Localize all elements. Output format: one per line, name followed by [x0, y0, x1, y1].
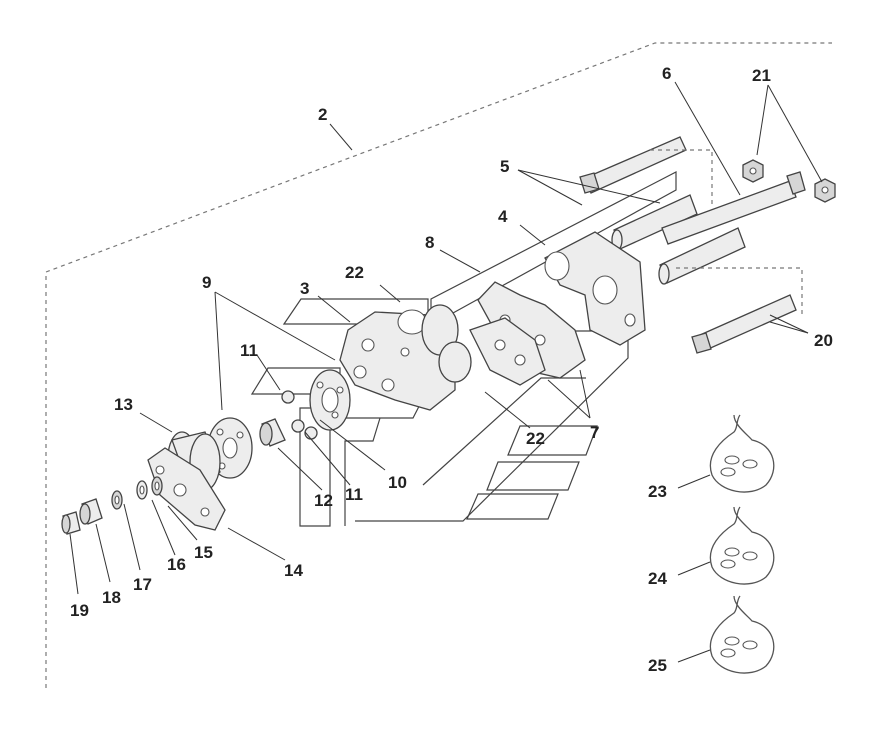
- hardware-bag: [709, 595, 775, 674]
- hardware-bag: [709, 414, 775, 493]
- callout-7: 7: [590, 423, 599, 442]
- seal: [151, 476, 163, 496]
- callout-21: 21: [752, 66, 771, 85]
- callout-24: 24: [648, 569, 667, 588]
- leader-lines: [69, 81, 823, 663]
- callout-19: 19: [70, 601, 89, 620]
- callout-13: 13: [114, 395, 133, 414]
- mounting-bracket: [544, 231, 646, 346]
- callout-4: 4: [498, 207, 508, 226]
- assembly-boundary: [45, 42, 832, 688]
- cap-nut: [61, 511, 81, 535]
- pump-housing: [339, 304, 472, 411]
- long-bolt: [579, 136, 687, 194]
- callout-23: 23: [648, 482, 667, 501]
- callout-22-lower: 22: [526, 429, 545, 448]
- ball: [281, 390, 295, 404]
- hardware-bag: [709, 506, 775, 585]
- ball: [291, 419, 305, 433]
- callout-15: 15: [194, 543, 213, 562]
- callout-labels: 2 3 4 5 6 7 8 9 10 11 11 12 13 14 15 16 …: [70, 64, 833, 675]
- hex-nut: [742, 159, 764, 183]
- callout-22-upper: 22: [345, 263, 364, 282]
- flange-nut: [79, 498, 103, 525]
- callout-20: 20: [814, 331, 833, 350]
- hex-nut: [814, 178, 836, 203]
- spacer-tube: [658, 227, 746, 285]
- callout-11-lower: 11: [345, 485, 363, 504]
- callout-9: 9: [202, 273, 211, 292]
- callout-18: 18: [102, 588, 121, 607]
- callout-11-upper: 11: [240, 341, 258, 360]
- callout-2: 2: [318, 105, 327, 124]
- callout-6: 6: [662, 64, 671, 83]
- washer: [136, 480, 148, 500]
- bushing: [259, 418, 286, 447]
- callout-8: 8: [425, 233, 434, 252]
- wear-plate: [309, 369, 351, 431]
- callout-5: 5: [500, 157, 509, 176]
- callout-17: 17: [133, 575, 152, 594]
- callout-12: 12: [314, 491, 333, 510]
- lock-washer: [111, 490, 123, 510]
- long-bolt: [661, 171, 806, 245]
- gear-plate-lower: [469, 317, 546, 386]
- callout-25: 25: [648, 656, 667, 675]
- callout-10: 10: [388, 473, 407, 492]
- cover-plate: [147, 447, 226, 531]
- callout-16: 16: [167, 555, 186, 574]
- callout-3: 3: [300, 279, 309, 298]
- callout-14: 14: [284, 561, 303, 580]
- ball: [304, 426, 318, 440]
- long-bolt: [691, 294, 797, 354]
